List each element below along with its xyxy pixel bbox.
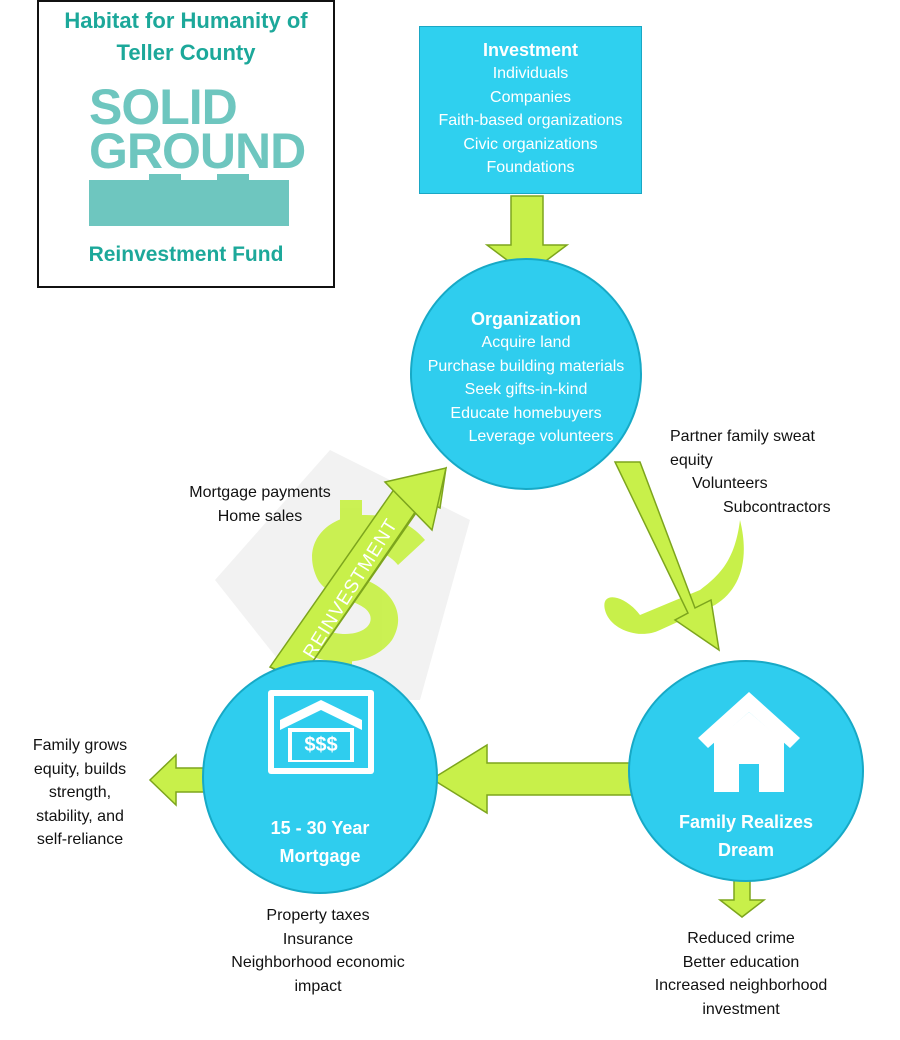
equity-note-line: equity, builds [33, 760, 127, 778]
organization-title: Organization [470, 309, 581, 329]
investment-item: Foundations [486, 159, 575, 176]
mortgage-dollar-text: $$$ [304, 734, 338, 756]
logo-word-solid: SOLID [89, 79, 238, 135]
community-note: Reduced crime Better education Increased… [630, 927, 852, 1021]
logo-box: Habitat for Humanity of Teller County SO… [37, 0, 335, 288]
home-icon [698, 692, 800, 792]
mortgage-title-line2: Mortgage [279, 846, 361, 866]
logo-title-line2: Teller County [116, 40, 256, 65]
investment-item: Civic organizations [463, 135, 598, 153]
community-note-line: Better education [682, 953, 800, 971]
arrow-labor [613, 461, 721, 652]
equity-note-line: stability, and [36, 807, 124, 825]
organization-circle: Organization Acquire land Purchase build… [410, 258, 642, 490]
organization-item: Leverage volunteers [468, 428, 614, 445]
property-note-line: impact [294, 977, 342, 995]
equity-note-line: self-reliance [36, 831, 124, 848]
property-note-line: Property taxes [266, 907, 370, 924]
investment-title: Investment [482, 40, 579, 60]
property-note-line: Neighborhood economic [231, 954, 405, 971]
labor-note: Partner family sweat equity Volunteers S… [670, 425, 900, 519]
solid-ground-logo: SOLID GROUND [89, 79, 306, 232]
equity-note-line: strength, [48, 784, 112, 801]
labor-note-line: Volunteers [692, 475, 768, 492]
investment-box: Investment Individuals Companies Faith-b… [419, 26, 642, 194]
logo-base-block [89, 180, 289, 226]
family-title-line1: Family Realizes [678, 812, 814, 832]
organization-item: Seek gifts-in-kind [464, 381, 588, 398]
arrow-mortgage-left [148, 753, 206, 807]
logo-base-notch [149, 174, 181, 184]
community-note-line: Increased neighborhood [654, 977, 828, 994]
community-note-line: Reduced crime [687, 930, 795, 947]
reinvestment-note-line: Home sales [217, 507, 303, 525]
arrow-family-to-mortgage [430, 743, 633, 815]
reinvestment-arrow-label: REINVESTMENT [299, 515, 402, 663]
arrow-reinvestment [268, 466, 447, 681]
community-note-line: investment [702, 1000, 780, 1018]
logo-base-notch [217, 174, 249, 184]
labor-note-line: Subcontractors [723, 498, 831, 516]
organization-item: Educate homebuyers [450, 404, 602, 422]
family-title-line2: Dream [717, 840, 775, 860]
labor-note-line: Partner family sweat [670, 428, 815, 445]
mortgage-title-line1: 15 - 30 Year [270, 818, 370, 838]
property-note: Property taxes Insurance Neighborhood ec… [208, 904, 428, 998]
property-note-line: Insurance [282, 930, 354, 948]
equity-note-line: Family grows [32, 737, 128, 754]
investment-item: Faith-based organizations [438, 112, 623, 129]
arrow-family-down [717, 877, 767, 918]
logo-subtitle: Reinvestment Fund [88, 243, 284, 266]
investment-item: Individuals [492, 65, 569, 82]
logo-title-line1: Habitat for Humanity of [64, 8, 308, 33]
labor-note-line: equity [670, 451, 713, 469]
organization-item: Acquire land [481, 334, 571, 351]
house-dollar-icon [274, 696, 368, 768]
reinvestment-note-line: Mortgage payments [189, 484, 331, 501]
equity-note: Family grows equity, builds strength, st… [25, 734, 135, 852]
investment-item: Companies [490, 88, 571, 106]
logo-word-ground: GROUND [89, 123, 306, 179]
reinvestment-note: Mortgage payments Home sales [170, 481, 350, 528]
family-circle: Family Realizes Dream [628, 660, 864, 882]
organization-item: Purchase building materials [427, 357, 625, 375]
mortgage-circle: $$$ 15 - 30 Year Mortgage [202, 660, 438, 894]
mortgage-house-icon: $$$ [268, 690, 374, 774]
